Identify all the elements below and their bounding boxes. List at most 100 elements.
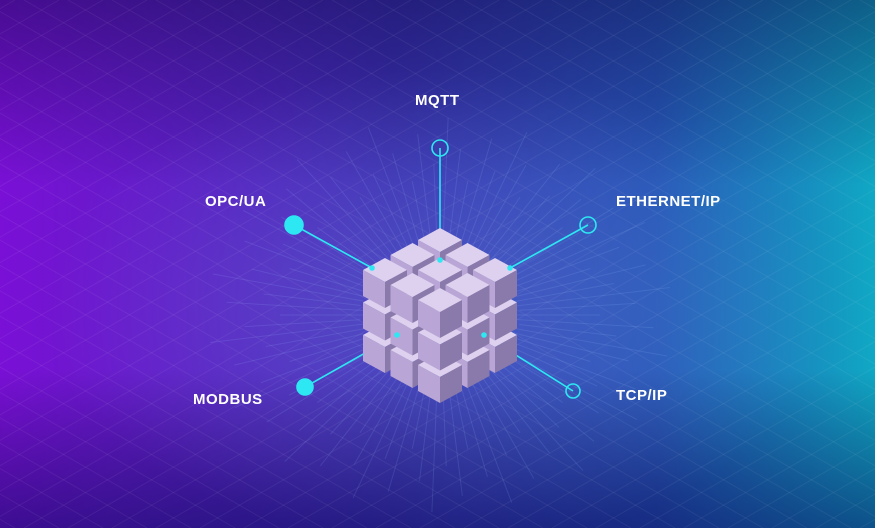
ray-line bbox=[490, 198, 582, 275]
ray-line bbox=[282, 243, 379, 288]
ray-line bbox=[345, 151, 410, 262]
cube-face-right bbox=[467, 285, 490, 323]
grid-line bbox=[67, 0, 875, 467]
grid-line bbox=[375, 0, 875, 289]
grid-line bbox=[0, 0, 764, 441]
ray-line bbox=[352, 369, 415, 499]
ray-line bbox=[442, 117, 449, 248]
ray-line bbox=[244, 240, 386, 295]
connector-nodes bbox=[284, 139, 597, 399]
grid-line bbox=[243, 0, 875, 365]
grid-line bbox=[0, 0, 280, 162]
ray-line bbox=[284, 352, 401, 462]
ray-line bbox=[319, 364, 402, 467]
cube-face-left bbox=[363, 302, 385, 341]
ray-line bbox=[519, 323, 617, 337]
label-ethernet-ip: ETHERNET/IP bbox=[616, 193, 721, 210]
ray-line bbox=[474, 165, 527, 255]
grid-line bbox=[551, 341, 875, 528]
grid-line bbox=[287, 0, 875, 340]
ray-line bbox=[515, 337, 591, 362]
ray-line bbox=[482, 361, 584, 471]
ray-line bbox=[500, 227, 563, 272]
ray-line bbox=[505, 268, 591, 296]
grid-line bbox=[0, 0, 808, 467]
cube-face-left bbox=[418, 332, 440, 371]
label-mqtt: MQTT bbox=[415, 92, 460, 109]
ray-line bbox=[498, 325, 668, 357]
grid-line bbox=[683, 0, 875, 111]
grid-line bbox=[595, 0, 875, 162]
cube-face-right bbox=[467, 350, 490, 388]
ray-line bbox=[289, 334, 375, 362]
connector-line-opc-ua bbox=[293, 224, 373, 269]
ray-line bbox=[289, 268, 365, 293]
grid-line bbox=[0, 137, 676, 528]
ray-line bbox=[516, 264, 646, 297]
cube-face-left bbox=[418, 365, 440, 403]
node-ethernet-ip-icon bbox=[579, 216, 597, 234]
grid-line bbox=[0, 61, 808, 528]
grid-line bbox=[0, 417, 192, 528]
grid-line bbox=[0, 0, 192, 111]
central-cube-icon bbox=[363, 228, 517, 403]
cube-block bbox=[418, 320, 462, 371]
ray-line bbox=[387, 380, 422, 492]
ray-line bbox=[431, 382, 438, 513]
grid-line bbox=[375, 239, 875, 528]
connector-dot-mqtt bbox=[437, 257, 443, 263]
ray-line bbox=[470, 368, 535, 479]
grid-line bbox=[0, 0, 236, 137]
ray-line bbox=[494, 335, 636, 390]
ray-line bbox=[465, 131, 528, 261]
connector-dot-opc-ua bbox=[369, 265, 375, 271]
grid-line bbox=[639, 391, 875, 528]
ray-line bbox=[243, 210, 373, 280]
cube-face-right bbox=[495, 270, 517, 308]
ray-line bbox=[210, 322, 371, 343]
grid-line bbox=[0, 290, 412, 528]
connector-dot-modbus bbox=[394, 332, 400, 338]
cube-face-right bbox=[440, 300, 462, 338]
ray-line bbox=[484, 371, 550, 454]
ray-line bbox=[330, 368, 392, 435]
ray-line bbox=[392, 153, 424, 258]
connector-line-ethernet-ip bbox=[509, 224, 589, 269]
grid-line bbox=[331, 0, 875, 314]
ray-line bbox=[372, 174, 411, 253]
label-tcp-ip: TCP/IP bbox=[616, 387, 668, 404]
grid-line bbox=[0, 214, 544, 528]
node-opc-ua-icon bbox=[284, 215, 304, 235]
grid-line bbox=[0, 264, 456, 528]
ray-line bbox=[234, 346, 370, 409]
grid-line bbox=[287, 188, 875, 528]
grid-line bbox=[199, 0, 875, 391]
ray-line bbox=[479, 168, 596, 278]
grid-line bbox=[419, 0, 875, 264]
ray-line bbox=[263, 293, 361, 307]
grid-line bbox=[463, 290, 875, 528]
cube-face-left bbox=[390, 350, 413, 388]
ray-line bbox=[507, 330, 629, 362]
grid-line bbox=[551, 0, 875, 187]
grid-line bbox=[0, 0, 720, 416]
ray-line bbox=[317, 358, 380, 403]
ray-line bbox=[353, 375, 406, 465]
grid-line bbox=[419, 264, 875, 528]
node-mqtt-icon bbox=[431, 139, 449, 157]
node-modbus-icon bbox=[296, 378, 314, 396]
ray-line bbox=[509, 287, 670, 308]
cube-face-left bbox=[390, 317, 413, 356]
ray-line bbox=[519, 302, 636, 311]
grid-line bbox=[0, 0, 500, 289]
grid-line bbox=[0, 163, 632, 528]
grid-line bbox=[0, 391, 236, 528]
connector-dot-ethernet-ip bbox=[507, 265, 513, 271]
ray-line bbox=[478, 163, 561, 266]
ray-line bbox=[244, 319, 361, 328]
ray-line bbox=[212, 273, 382, 305]
ray-line bbox=[296, 159, 398, 269]
grid-line bbox=[639, 0, 875, 137]
